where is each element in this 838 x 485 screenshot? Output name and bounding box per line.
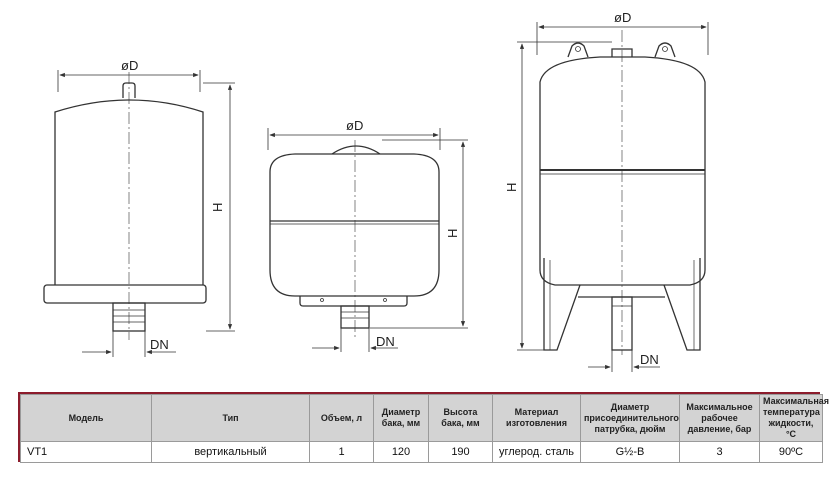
tank-1-outlet-label: DN xyxy=(150,337,169,352)
tank-3-drawing xyxy=(517,22,709,372)
spec-table-frame: Модель Тип Объем, л Диаметр бака, мм Выс… xyxy=(18,392,829,463)
cell-material: углерод. сталь xyxy=(492,441,581,463)
tank-2-height-label: H xyxy=(445,229,460,238)
header-model: Модель xyxy=(20,394,152,442)
tank-3-outlet-label: DN xyxy=(640,352,659,367)
tank-2-outlet-label: DN xyxy=(376,334,395,349)
tank-2-drawing xyxy=(267,128,468,352)
cell-temperature: 90ºС xyxy=(759,441,823,463)
cell-diameter: 120 xyxy=(373,441,429,463)
header-temperature: Максимальная температура жидкости, °С xyxy=(759,394,829,442)
tank-2-diameter-label: øD xyxy=(346,118,363,133)
cell-volume: 1 xyxy=(309,441,374,463)
cell-pressure: 3 xyxy=(679,441,760,463)
header-type: Тип xyxy=(151,394,310,442)
header-diameter: Диаметр бака, мм xyxy=(373,394,429,442)
header-material: Материал изготовления xyxy=(492,394,581,442)
header-pressure: Максимальное рабочее давление, бар xyxy=(679,394,760,442)
cell-connection: G½-B xyxy=(580,441,680,463)
table-row: VT1 вертикальный 1 120 190 углерод. стал… xyxy=(20,441,823,463)
tank-3-height-label: H xyxy=(504,183,519,192)
header-connection: Диаметр присоединительного патрубка, дюй… xyxy=(580,394,680,442)
tank-1-drawing xyxy=(43,70,235,357)
table-header-row: Модель Тип Объем, л Диаметр бака, мм Выс… xyxy=(20,394,829,442)
header-height: Высота бака, мм xyxy=(428,394,493,442)
spec-table: Модель Тип Объем, л Диаметр бака, мм Выс… xyxy=(20,394,829,463)
cell-type: вертикальный xyxy=(151,441,310,463)
technical-drawings: øD H DN øD H DN xyxy=(43,10,709,372)
tank-1-height-label: H xyxy=(210,203,225,212)
cell-height: 190 xyxy=(428,441,493,463)
tank-3-diameter-label: øD xyxy=(614,10,631,25)
header-volume: Объем, л xyxy=(309,394,374,442)
cell-model: VT1 xyxy=(20,441,152,463)
tank-1-diameter-label: øD xyxy=(121,58,138,73)
